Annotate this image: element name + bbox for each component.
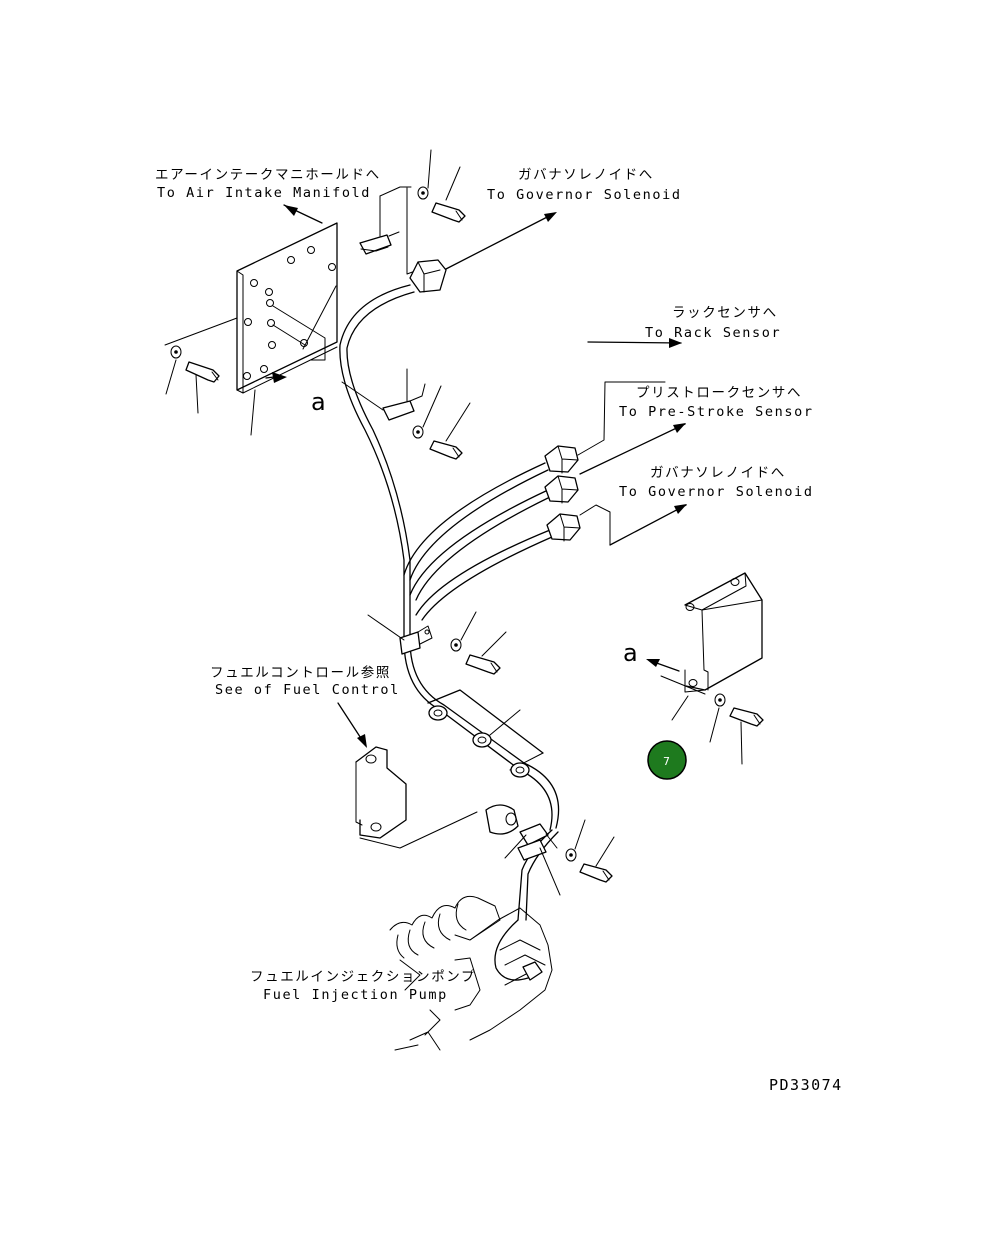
- mounting-plate: [236, 222, 338, 436]
- arrow-head: [646, 659, 660, 667]
- part-callout-7[interactable]: 7: [647, 740, 687, 780]
- connector-rack-sensor: [544, 381, 666, 474]
- svg-text:7: 7: [663, 755, 670, 768]
- bracket-detail-view-a: [646, 572, 764, 765]
- svg-text:ラックセンサへ: ラックセンサへ: [672, 305, 778, 321]
- connector-pre-stroke: [544, 475, 579, 504]
- label-air-intake-manifold: エアーインテークマニホールドへ To Air Intake Manifold: [155, 167, 381, 224]
- label-governor-solenoid-top: ガバナソレノイドへ To Governor Solenoid: [443, 167, 682, 271]
- arrow-head: [284, 205, 298, 216]
- svg-text:ガバナソレノイドへ: ガバナソレノイドへ: [518, 167, 654, 183]
- harness-main: [339, 259, 666, 981]
- fuel-injection-pump: [389, 895, 553, 1051]
- band-clamp-upper: [367, 611, 507, 675]
- drawing-code: PD33074: [769, 1076, 843, 1094]
- label-fuel-injection-pump: フュエルインジェクションポンプ Fuel Injection Pump: [250, 969, 476, 1003]
- arrow-head: [272, 372, 287, 383]
- svg-text:フュエルインジェクションポンプ: フュエルインジェクションポンプ: [250, 969, 476, 985]
- svg-text:プリストロークセンサへ: プリストロークセンサへ: [636, 385, 802, 401]
- arrow-head: [674, 504, 687, 514]
- label-rack-sensor: ラックセンサへ To Rack Sensor: [587, 305, 781, 348]
- label-governor-solenoid-mid: ガバナソレノイドへ To Governor Solenoid: [609, 465, 814, 546]
- svg-text:To Air Intake Manifold: To Air Intake Manifold: [157, 185, 371, 201]
- label-see-fuel-control: フュエルコントロール参照 See of Fuel Control: [210, 664, 400, 748]
- grommet-block: [427, 689, 544, 778]
- svg-text:To Rack Sensor: To Rack Sensor: [645, 325, 781, 341]
- view-a-label-left: a: [311, 388, 326, 416]
- arrow-head: [669, 338, 682, 348]
- washer-bolt-plate: [164, 317, 238, 414]
- label-pre-stroke-sensor: プリストロークセンサへ To Pre-Stroke Sensor: [579, 385, 814, 475]
- clip-middle: [341, 368, 471, 460]
- clamp-lower: [504, 819, 615, 896]
- arrow-head: [673, 423, 686, 433]
- svg-text:To Governor Solenoid: To Governor Solenoid: [487, 187, 682, 203]
- fuel-control-bracket: [355, 746, 519, 849]
- arrow-head: [357, 734, 367, 748]
- svg-text:ガバナソレノイドへ: ガバナソレノイドへ: [650, 465, 786, 481]
- svg-text:To Governor Solenoid: To Governor Solenoid: [619, 484, 814, 500]
- svg-text:フュエルコントロール参照: フュエルコントロール参照: [210, 664, 391, 681]
- arrow-head: [544, 212, 557, 222]
- svg-text:Fuel Injection Pump: Fuel Injection Pump: [263, 987, 448, 1003]
- connector-governor: [546, 504, 611, 546]
- svg-text:To Pre-Stroke Sensor: To Pre-Stroke Sensor: [619, 404, 814, 420]
- svg-text:エアーインテークマニホールドへ: エアーインテークマニホールドへ: [155, 167, 381, 183]
- view-a-label-right: a: [623, 639, 638, 667]
- svg-text:See of Fuel Control: See of Fuel Control: [215, 682, 400, 698]
